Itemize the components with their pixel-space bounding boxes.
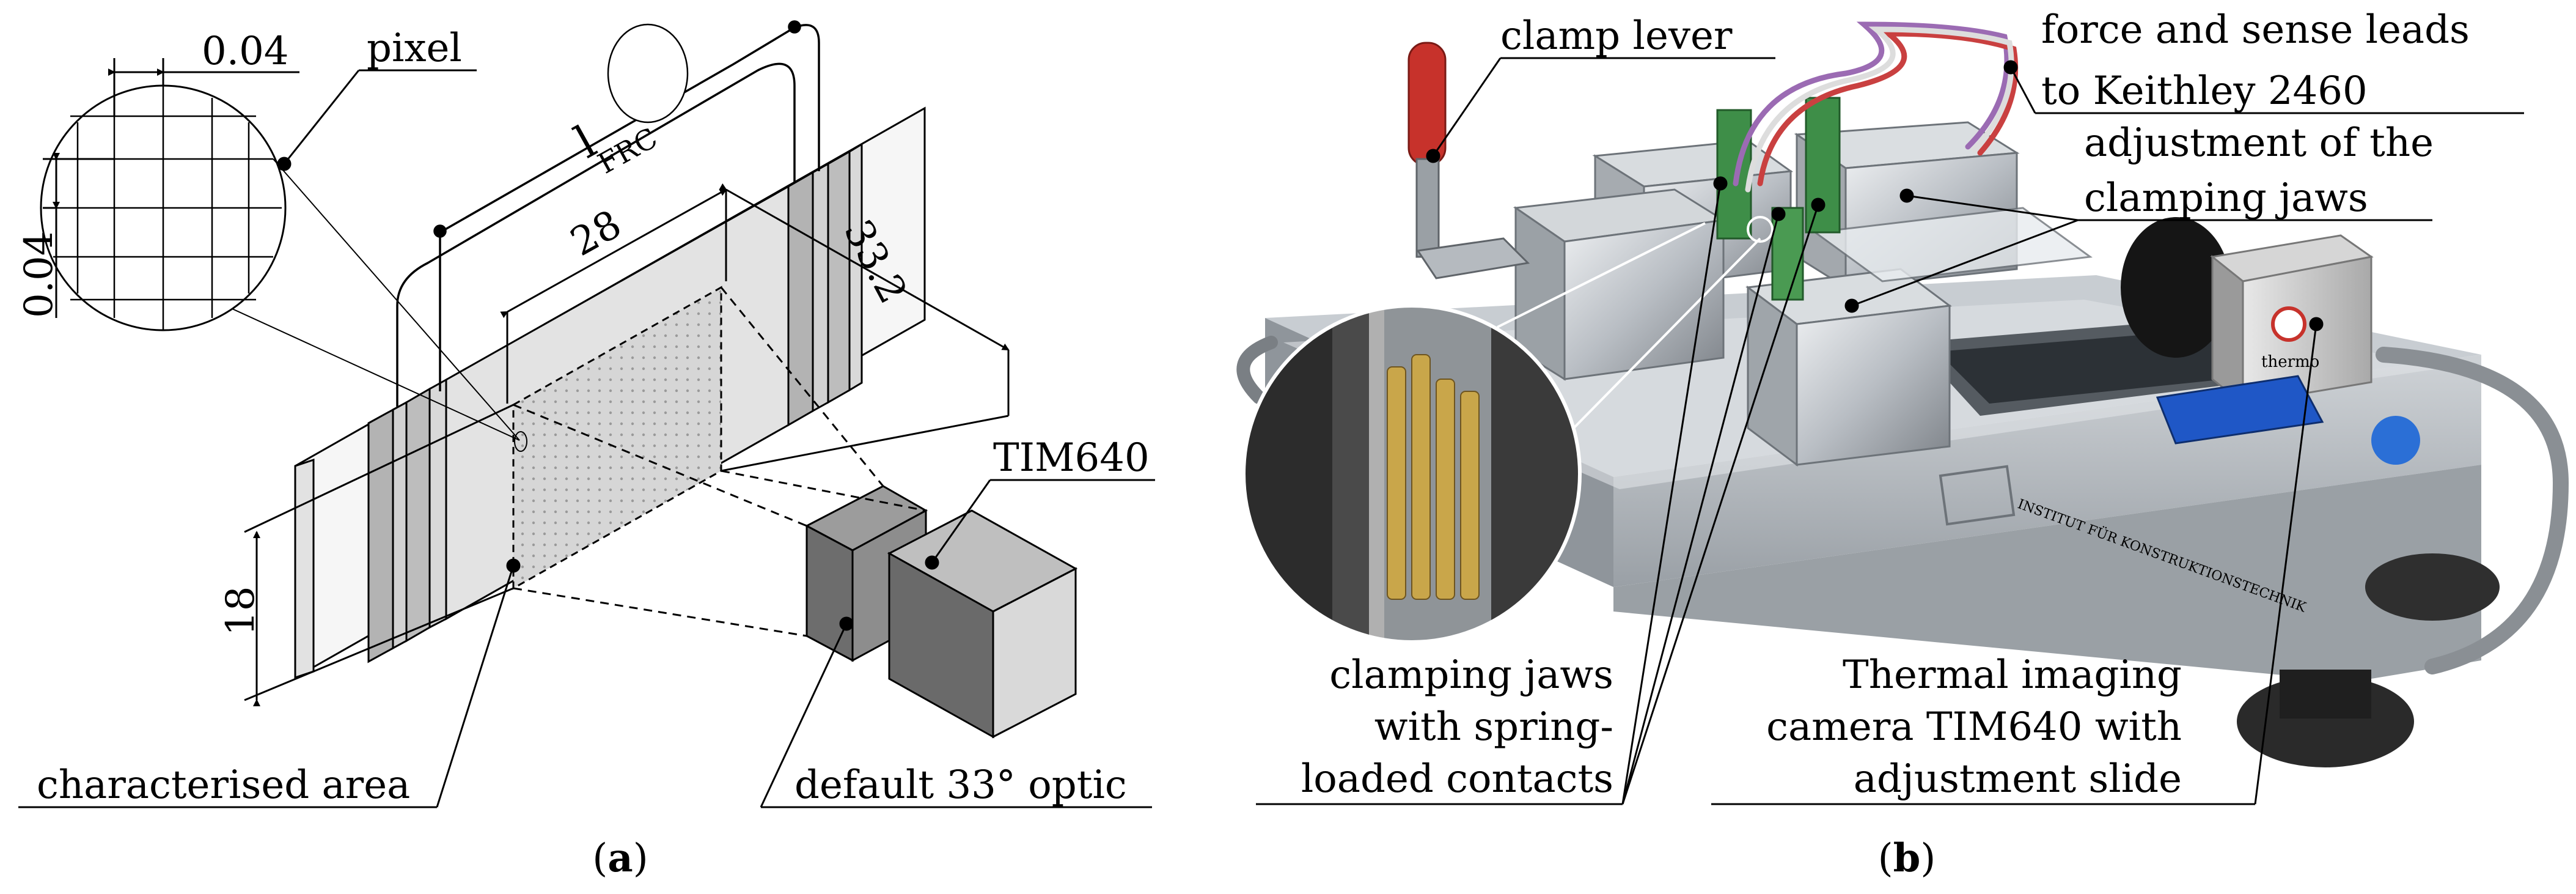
- camera-tim640: [804, 485, 1078, 739]
- panel-a: l FRC 28 33.2 18: [17, 20, 1155, 881]
- optic-label: default 33° optic: [794, 763, 1127, 808]
- leads-leader: [2003, 60, 2524, 114]
- area-leader: [18, 558, 521, 808]
- adjust-label-line1: adjustment of the: [2084, 120, 2434, 166]
- jaws-label-line1: clamping jaws: [1329, 652, 1613, 698]
- caption-b: (b): [1878, 835, 1936, 881]
- thermal-camera-tim640: thermo: [2121, 217, 2420, 465]
- leads-label-line2: to Keithley 2460: [2041, 68, 2368, 114]
- camera-label: TIM640: [993, 435, 1150, 481]
- jaws-label-line3: loaded contacts: [1301, 756, 1613, 802]
- adjust-leader: [1844, 188, 2432, 313]
- camera-field-of-view: [513, 287, 927, 637]
- clamp-lever: [1407, 42, 1530, 279]
- spring-contact-boards: [1716, 97, 1841, 301]
- thermal-leader: [1711, 317, 2324, 805]
- jaws-leader: [1256, 176, 1826, 805]
- adjust-label-line2: clamping jaws: [2084, 175, 2368, 221]
- area-label: characterised area: [37, 763, 410, 808]
- dimension-height: [244, 404, 514, 706]
- thermal-label-line1: Thermal imaging: [1843, 652, 2182, 698]
- clamp-lever-label: clamp lever: [1500, 13, 1733, 59]
- jaws-label-line2: with spring-: [1374, 704, 1613, 750]
- dimension-pixel-width: [108, 58, 299, 116]
- frc-current-path: [396, 20, 820, 407]
- dimension-height-value: 18: [218, 586, 263, 636]
- frc-ellipse: [607, 23, 689, 124]
- dimension-pixel-width-value: 0.04: [202, 29, 289, 74]
- pixel-label: pixel: [367, 26, 462, 71]
- camera-leader: [925, 479, 1155, 570]
- handle-right: [2376, 347, 2569, 674]
- contacts-zoom-inset: [1242, 216, 1774, 644]
- dimension-pixel-height-value: 0.04: [17, 231, 62, 319]
- optic-leader: [760, 616, 1152, 808]
- clamp-lever-leader: [1426, 57, 1775, 163]
- panel-b: thermo INSTITUT FÜR KONSTRUKTIONSTECHNIK: [1236, 7, 2569, 881]
- caption-a: (a): [592, 835, 648, 881]
- frc-subscript: FRC: [592, 121, 662, 180]
- dimension-diagonal: [719, 183, 1010, 472]
- thermal-label-line2: camera TIM640 with: [1766, 704, 2182, 750]
- dimension-pixel-height: [43, 153, 114, 318]
- dimension-length-value: 28: [563, 202, 629, 265]
- leads-label-line1: force and sense leads: [2041, 7, 2470, 53]
- handle-left: [1236, 336, 1278, 404]
- pixel-leader: [277, 69, 477, 171]
- thermal-label-line3: adjustment slide: [1854, 756, 2182, 802]
